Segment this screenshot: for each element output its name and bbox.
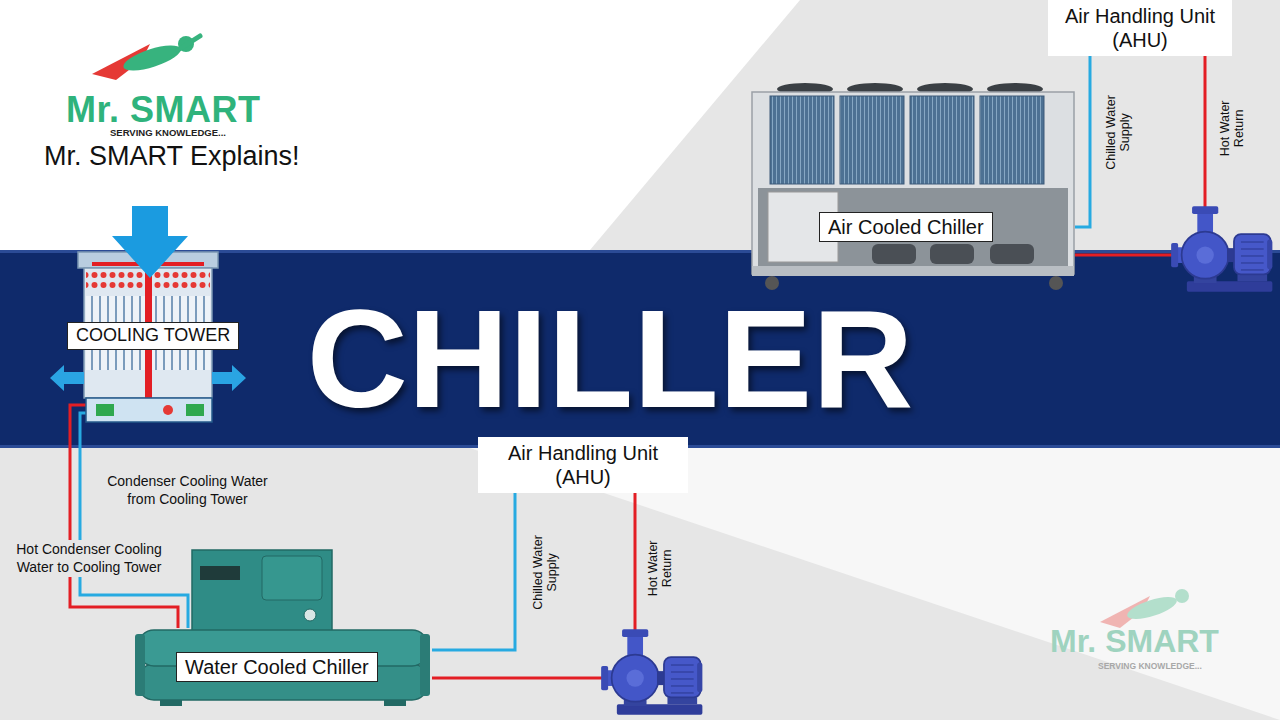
logo-hero bbox=[178, 36, 200, 50]
air-cooled-chiller-drawing bbox=[770, 96, 834, 184]
node-label: Air Handling Unit (AHU) bbox=[1056, 4, 1224, 52]
air-cooled-chiller-drawing bbox=[758, 188, 1068, 266]
air-arrow bbox=[212, 365, 246, 391]
water-cooled-chiller-drawing bbox=[135, 550, 430, 706]
water-pipe bbox=[432, 493, 515, 650]
watermark-name: Mr. SMART bbox=[1050, 624, 1219, 659]
cooling-tower-drawing bbox=[96, 404, 114, 416]
ahu-box: Air Handling Unit (AHU) bbox=[478, 437, 688, 493]
air-arrow bbox=[50, 365, 84, 391]
tower-basin bbox=[86, 398, 212, 422]
air-cooled-chiller-drawing bbox=[1049, 276, 1063, 290]
pipe-label: Condenser Cooling Water from Cooling Tow… bbox=[100, 472, 275, 509]
brand-name: Mr. SMART bbox=[66, 90, 261, 130]
logo-hero bbox=[92, 36, 200, 80]
node-label: Water Cooled Chiller bbox=[176, 652, 378, 682]
watermark-tagline: SERVING KNOWLEDGE... bbox=[1098, 662, 1202, 671]
main-title: CHILLER bbox=[300, 289, 920, 429]
air-cooled-chiller-drawing bbox=[872, 244, 916, 264]
air-arrow bbox=[112, 206, 188, 278]
water-pipe bbox=[1075, 56, 1090, 227]
brand-subtitle: Mr. SMART Explains! bbox=[44, 140, 300, 172]
cooling-tower-drawing bbox=[186, 404, 204, 416]
watermark-hero bbox=[1175, 589, 1189, 603]
node-label: Air Cooled Chiller bbox=[819, 212, 993, 242]
air-cooled-chiller-drawing bbox=[840, 96, 904, 184]
brand-tagline: SERVING KNOWLEDGE... bbox=[110, 128, 226, 138]
pump bbox=[1171, 206, 1272, 292]
water-cooled-chiller-drawing bbox=[200, 566, 240, 580]
water-cooled-chiller-drawing bbox=[262, 556, 322, 600]
water-pipe bbox=[1075, 56, 1205, 255]
water-cooled-chiller-drawing bbox=[304, 609, 316, 621]
air-cooled-chiller-drawing bbox=[752, 83, 1074, 290]
watermark-hero bbox=[1100, 589, 1189, 628]
ahu-box: Air Handling Unit (AHU) bbox=[1048, 0, 1232, 56]
water-cooled-chiller-drawing bbox=[420, 634, 430, 696]
water-cooled-chiller-drawing bbox=[135, 634, 145, 696]
pipe-label: Chilled Water Supply bbox=[1104, 89, 1133, 175]
ground-light bbox=[0, 0, 800, 250]
water-cooled-chiller: Water Cooled Chiller bbox=[132, 628, 432, 704]
node-label: Air Handling Unit (AHU) bbox=[486, 441, 680, 489]
air-cooled-chiller-drawing bbox=[752, 266, 1074, 276]
air-cooled-chiller-drawing bbox=[930, 244, 974, 264]
air-cooled-chiller-drawing bbox=[752, 92, 1074, 274]
watermark-hero bbox=[1125, 592, 1179, 623]
water-pipe bbox=[70, 425, 178, 628]
pipe-label: Chilled Water Supply bbox=[531, 529, 560, 615]
cooling-tower: COOLING TOWER bbox=[50, 200, 250, 425]
pipe-label: Hot Water Return bbox=[646, 528, 675, 608]
pipe-label: Hot Water Return bbox=[1218, 88, 1247, 168]
pipe-label: Hot Condenser Cooling Water to Cooling T… bbox=[10, 540, 168, 577]
cooling-tower-drawing bbox=[163, 405, 173, 415]
node-label: COOLING TOWER bbox=[67, 322, 239, 350]
logo-hero bbox=[121, 40, 184, 76]
air-cooled-chiller-drawing bbox=[990, 244, 1034, 264]
air-cooled-chiller-drawing bbox=[765, 276, 779, 290]
air-cooled-chiller-drawing bbox=[980, 96, 1044, 184]
title-band bbox=[0, 250, 1280, 448]
water-pipe bbox=[80, 425, 188, 628]
water-cooled-chiller-drawing bbox=[192, 550, 332, 632]
pump bbox=[601, 629, 702, 715]
water-pipe bbox=[432, 493, 635, 678]
air-cooled-chiller: Air Cooled Chiller bbox=[748, 85, 1075, 292]
cooling-tower-drawing bbox=[50, 206, 246, 425]
air-cooled-chiller-drawing bbox=[910, 96, 974, 184]
